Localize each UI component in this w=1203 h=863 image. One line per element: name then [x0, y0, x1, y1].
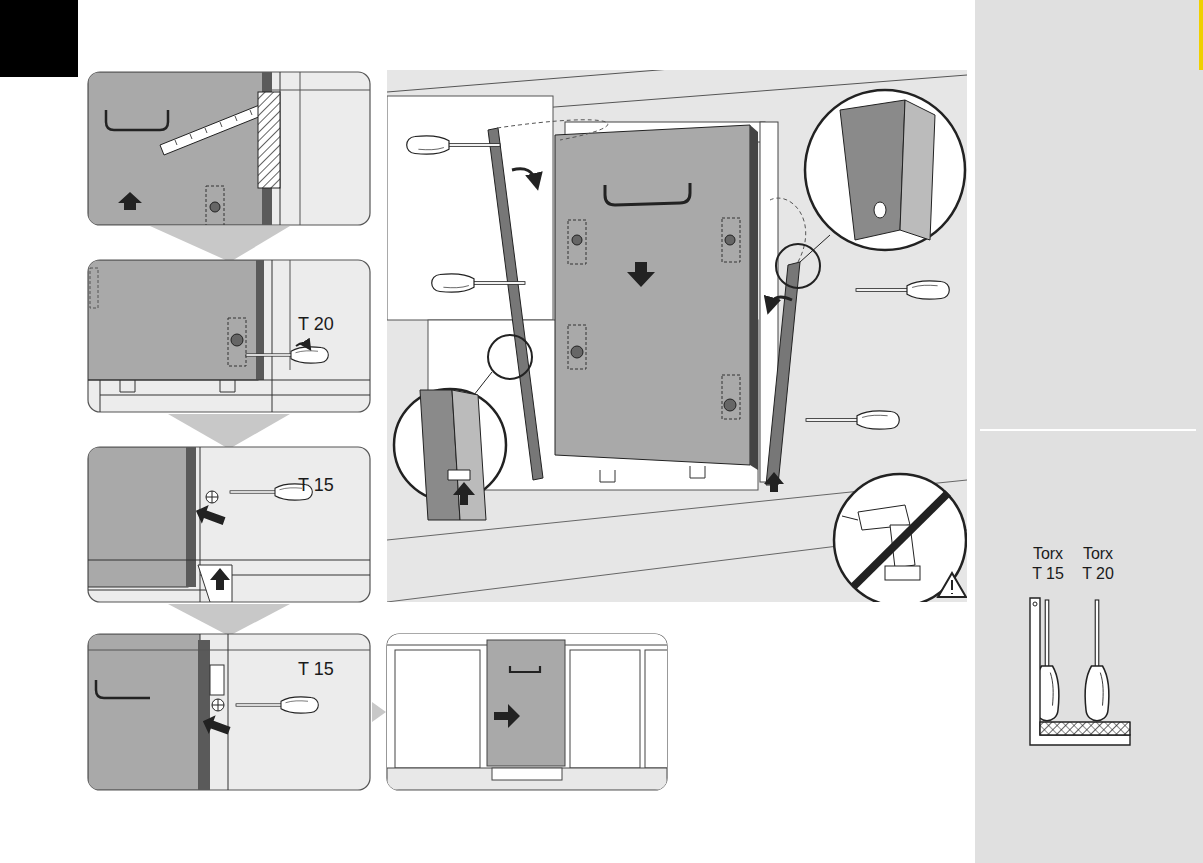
tool-size-label: T 20 — [298, 315, 334, 335]
tool-label: Torx T 15 — [1028, 544, 1068, 584]
tool-label: Torx T 20 — [1078, 544, 1118, 584]
tool-size-label: T 15 — [298, 660, 334, 680]
tool-size-label: T 15 — [298, 476, 334, 496]
